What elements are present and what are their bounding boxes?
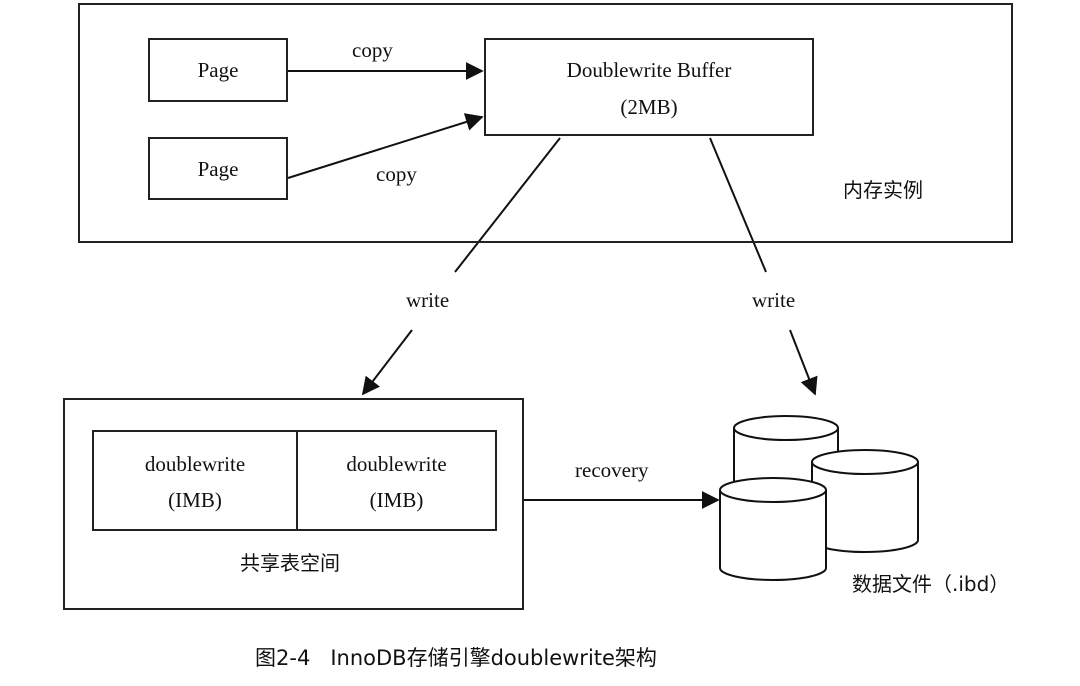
database-icon <box>719 415 919 581</box>
cylinder-front <box>719 477 827 581</box>
page-label: Page <box>197 157 239 181</box>
doublewrite-buffer-title: Doublewrite Buffer <box>566 58 732 82</box>
cylinder-right <box>811 449 919 553</box>
doublewrite-cell-size: (IMB) <box>369 488 424 512</box>
write-line-left-upper <box>454 137 561 273</box>
page-label: Page <box>197 58 239 82</box>
write-label-right: write <box>752 288 796 312</box>
copy-label-2: copy <box>376 162 417 186</box>
doublewrite-cell-title: doublewrite <box>144 452 246 476</box>
memory-instance-box <box>78 3 1013 243</box>
doublewrite-area: doublewrite (IMB) doublewrite (IMB) <box>92 430 497 531</box>
datafile-label: 数据文件（.ibd） <box>852 572 1010 596</box>
copy-label-1: copy <box>352 38 393 62</box>
recovery-label: recovery <box>575 458 649 482</box>
doublewrite-cell-1: doublewrite (IMB) <box>94 432 296 529</box>
page-box-1: Page <box>148 38 288 102</box>
doublewrite-buffer-size: (2MB) <box>620 95 678 119</box>
figure-caption: 图2-4 InnoDB存储引擎doublewrite架构 <box>255 646 657 670</box>
copy-arrow-2 <box>287 113 484 179</box>
doublewrite-cell-2: doublewrite (IMB) <box>298 432 495 529</box>
doublewrite-cell-title: doublewrite <box>346 452 447 476</box>
doublewrite-divider <box>296 432 298 529</box>
write-arrow-left-lower <box>361 329 413 396</box>
memory-instance-label: 内存实例 <box>843 178 923 202</box>
write-arrow-right-lower <box>789 329 818 396</box>
write-line-right-upper <box>709 137 767 273</box>
shared-tablespace-box <box>63 398 524 610</box>
doublewrite-buffer-box: Doublewrite Buffer (2MB) <box>484 38 814 136</box>
shared-tablespace-label: 共享表空间 <box>240 551 340 575</box>
write-label-left: write <box>406 288 450 312</box>
page-box-2: Page <box>148 137 288 200</box>
doublewrite-cell-size: (IMB) <box>168 488 222 512</box>
